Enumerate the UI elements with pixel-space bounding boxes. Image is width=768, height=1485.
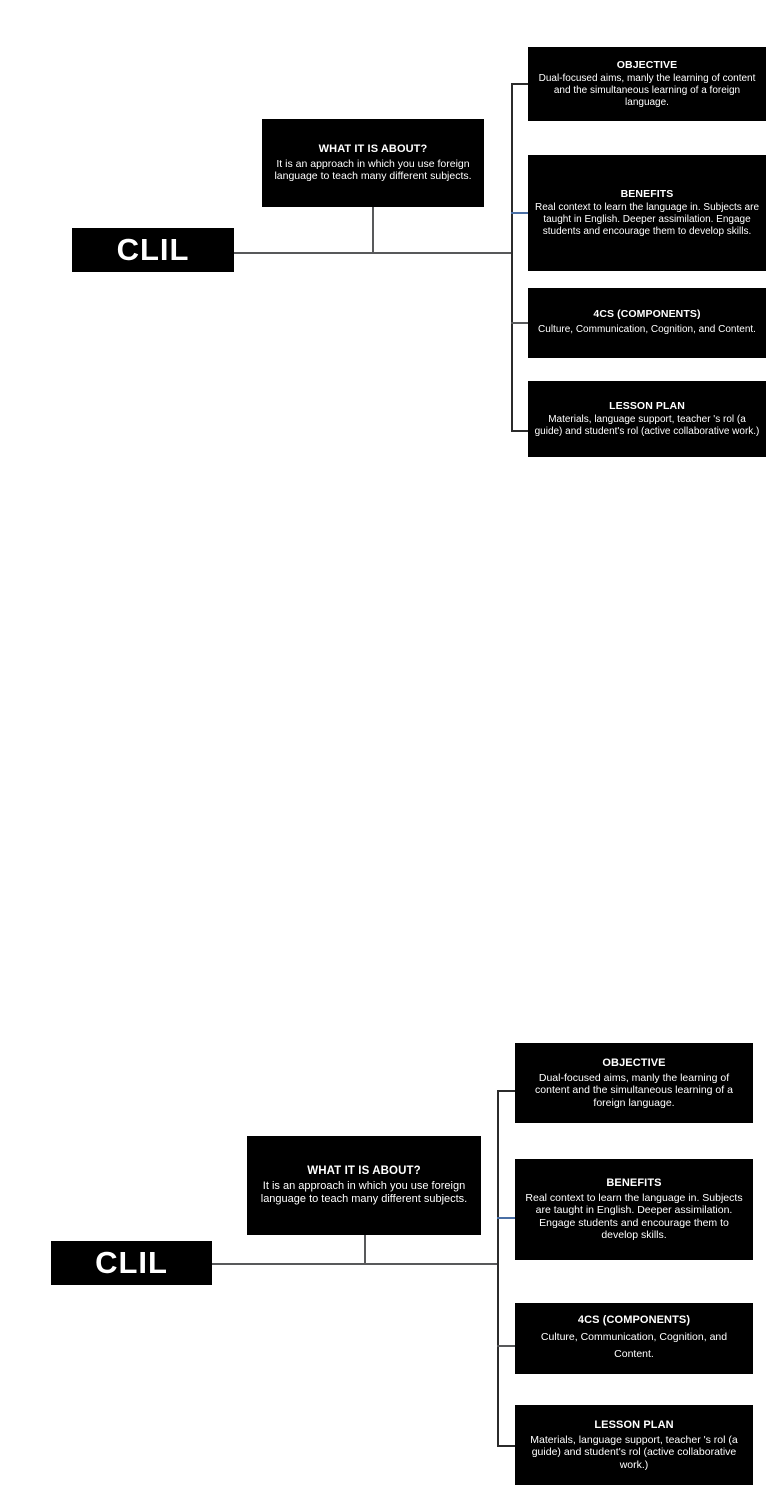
node-title: 4CS (COMPONENTS) (577, 1314, 691, 1327)
node-body: Real context to learn the language in. S… (534, 202, 760, 237)
node-title: BENEFITS (620, 188, 674, 201)
node-body: It is an approach in which you use forei… (274, 157, 472, 183)
node-4cs-components[interactable]: 4CS (COMPONENTS) Culture, Communication,… (528, 288, 766, 358)
node-body: Materials, language support, teacher 's … (530, 1433, 738, 1471)
connector-branch-4cs (497, 1345, 515, 1347)
node-title: LESSON PLAN (594, 1419, 674, 1432)
node-title: CLIL (116, 232, 190, 268)
connector-branch-objective (511, 83, 529, 85)
node-body: Dual-focused aims, manly the learning of… (535, 1071, 733, 1109)
node-title: BENEFITS (606, 1177, 662, 1190)
connector-branch-objective (497, 1090, 515, 1092)
node-title: CLIL (95, 1245, 168, 1281)
connector-branch-4cs (511, 322, 529, 324)
connector-vertical-trunk (511, 84, 513, 432)
node-lesson-plan[interactable]: LESSON PLAN Materials, language support,… (528, 381, 766, 457)
node-body: Dual-focused aims, manly the learning of… (538, 73, 756, 108)
node-title: OBJECTIVE (616, 59, 678, 72)
connector-branch-benefits (511, 212, 529, 214)
node-what-it-is-about[interactable]: WHAT IT IS ABOUT? It is an approach in w… (247, 1136, 481, 1235)
node-body: It is an approach in which you use forei… (260, 1180, 468, 1206)
node-lesson-plan[interactable]: LESSON PLAN Materials, language support,… (515, 1405, 753, 1485)
connector-branch-lesson-plan (511, 430, 529, 432)
node-benefits[interactable]: BENEFITS Real context to learn the langu… (528, 155, 766, 271)
node-clil-root[interactable]: CLIL (72, 228, 234, 272)
node-body: Culture, Communication, Cognition, and C… (538, 324, 756, 336)
node-what-it-is-about[interactable]: WHAT IT IS ABOUT? It is an approach in w… (262, 119, 484, 207)
connector-about-stem (364, 1235, 366, 1264)
connector-branch-benefits (497, 1217, 515, 1219)
connector-root-to-trunk (212, 1263, 499, 1265)
node-title: WHAT IT IS ABOUT? (318, 143, 428, 156)
clil-mindmap-bottom: CLIL WHAT IT IS ABOUT? It is an approach… (0, 512, 768, 1485)
node-title: WHAT IT IS ABOUT? (307, 1164, 421, 1177)
connector-vertical-trunk (497, 1091, 499, 1446)
node-benefits[interactable]: BENEFITS Real context to learn the langu… (515, 1159, 753, 1260)
node-objective[interactable]: OBJECTIVE Dual-focused aims, manly the l… (528, 47, 766, 121)
node-body: Real context to learn the language in. S… (525, 1192, 743, 1242)
node-clil-root[interactable]: CLIL (51, 1241, 212, 1285)
node-title: 4CS (COMPONENTS) (593, 308, 701, 321)
node-body: Materials, language support, teacher 's … (534, 414, 760, 438)
node-objective[interactable]: OBJECTIVE Dual-focused aims, manly the l… (515, 1043, 753, 1123)
node-4cs-components[interactable]: 4CS (COMPONENTS) Culture, Communication,… (515, 1303, 753, 1374)
node-title: OBJECTIVE (602, 1057, 666, 1070)
connector-root-to-trunk (234, 252, 512, 254)
node-body: Culture, Communication, Cognition, and C… (540, 1331, 728, 1360)
clil-mindmap-top: CLIL WHAT IT IS ABOUT? It is an approach… (0, 0, 768, 512)
connector-about-stem (372, 207, 374, 253)
connector-branch-lesson-plan (497, 1445, 515, 1447)
node-title: LESSON PLAN (609, 400, 685, 413)
